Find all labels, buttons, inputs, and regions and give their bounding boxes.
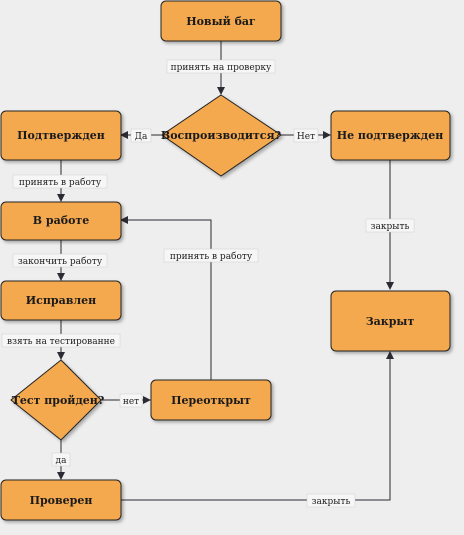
node-closed: Закрыт [330, 290, 451, 352]
edge-labels: принять на проверку Да Нет принять в раб… [1, 59, 415, 508]
node-fixed: Исправлен [0, 280, 122, 321]
edge-label-close-1: закрыть [365, 218, 415, 233]
node-not-confirmed: Не подтвержден [330, 110, 451, 161]
edge-label-yes-2: да [51, 452, 71, 467]
edge-label-take-for-testing: взять на тестированне [1, 333, 121, 348]
node-confirmed: Подтвержден [0, 110, 122, 161]
edge-reopened-to-in-progress [120, 216, 212, 380]
nodes: Новый баг Воспроизводится? Подтвержден Н… [0, 0, 451, 521]
node-label: Не подтвержден [337, 129, 444, 142]
node-label: Проверен [30, 494, 93, 507]
edge-label-text: принять на проверку [171, 63, 272, 73]
edge-label-accept-for-review: принять на проверку [166, 59, 276, 74]
node-label: Переоткрыт [171, 394, 251, 407]
node-test-passed: Тест пройден? [10, 359, 105, 441]
node-reproducible: Воспроизводится? [161, 94, 282, 177]
node-label: Тест пройден? [12, 394, 105, 407]
edge-label-text: закрыть [312, 497, 351, 507]
node-label: Закрыт [366, 315, 415, 328]
edge-label-no-2: нет [119, 393, 143, 408]
edge-label-text: нет [123, 397, 139, 407]
edge-label-text: принять в работу [19, 177, 102, 188]
edge-label-text: да [56, 456, 68, 466]
node-reopened: Переоткрыт [150, 379, 272, 421]
node-label: Исправлен [26, 294, 96, 307]
edge-verified-to-closed [121, 351, 394, 501]
edge-label-text: Нет [297, 132, 315, 142]
edge-label-no-1: Нет [293, 128, 319, 143]
node-new-bug: Новый баг [160, 0, 282, 42]
edge-label-accept-to-work-2: принять в работу [163, 248, 259, 263]
edge-label-finish-work: закончить работу [12, 253, 108, 268]
node-label: Воспроизводится? [161, 129, 281, 142]
edge-label-text: взять на тестированне [7, 337, 115, 347]
edge-label-accept-to-work-1: принять в работу [12, 174, 108, 189]
node-label: Подтвержден [17, 129, 105, 142]
edge-label-text: Да [135, 132, 148, 142]
node-label: Новый баг [186, 15, 256, 28]
edge-label-text: принять в работу [170, 251, 253, 262]
edge-label-yes-1: Да [130, 128, 152, 143]
node-label: В работе [33, 214, 89, 227]
edge-label-close-2: закрыть [306, 493, 356, 508]
node-verified: Проверен [0, 479, 122, 521]
edge-label-text: закончить работу [18, 256, 103, 267]
node-in-progress: В работе [0, 201, 122, 241]
edge-label-text: закрыть [371, 222, 410, 232]
